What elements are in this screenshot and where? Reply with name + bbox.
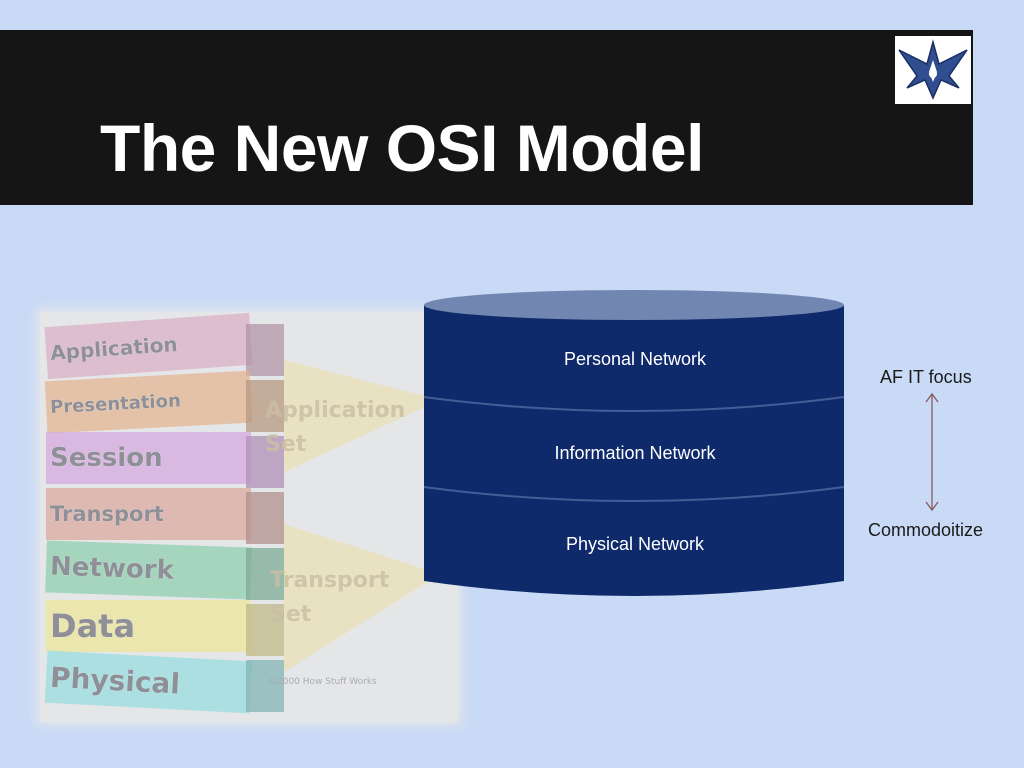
osi-layer-side [246,604,284,656]
osi-layer-session: Session [46,432,251,484]
double-arrow-icon [925,392,939,512]
transport-set-wedge [284,524,440,672]
commoditize-label: Commodoitize [868,520,984,540]
osi-layer-side [246,436,284,488]
title-bar [0,30,973,205]
osi-layer-side [246,324,284,376]
cylinder-body [424,305,844,596]
osi-layer-side [246,660,284,712]
segment-information-network: Information Network [554,443,716,463]
af-it-focus-label: AF IT focus [880,367,972,387]
network-cylinder [423,290,845,596]
cylinder-divider-1 [423,396,845,412]
osi-layer-side [246,380,284,432]
application-set-label: Application Set [265,398,406,457]
cylinder-divider-2 [423,486,845,502]
air-force-wings-icon [895,36,971,104]
osi-layer-side [246,492,284,544]
osi-layer-data: Data [46,600,251,652]
set-wedges [284,360,440,672]
osi-layer-side [246,548,284,600]
application-set-wedge [284,360,440,472]
image-copyright: ©2000 How Stuff Works [268,677,377,687]
slide-title: The New OSI Model [100,111,704,185]
osi-layer-transport: Transport [46,488,251,540]
transport-set-label: Transport Set [270,568,390,627]
cylinder-top [424,290,844,320]
segment-physical-network: Physical Network [565,534,705,554]
segment-personal-network: Personal Network [563,349,707,369]
